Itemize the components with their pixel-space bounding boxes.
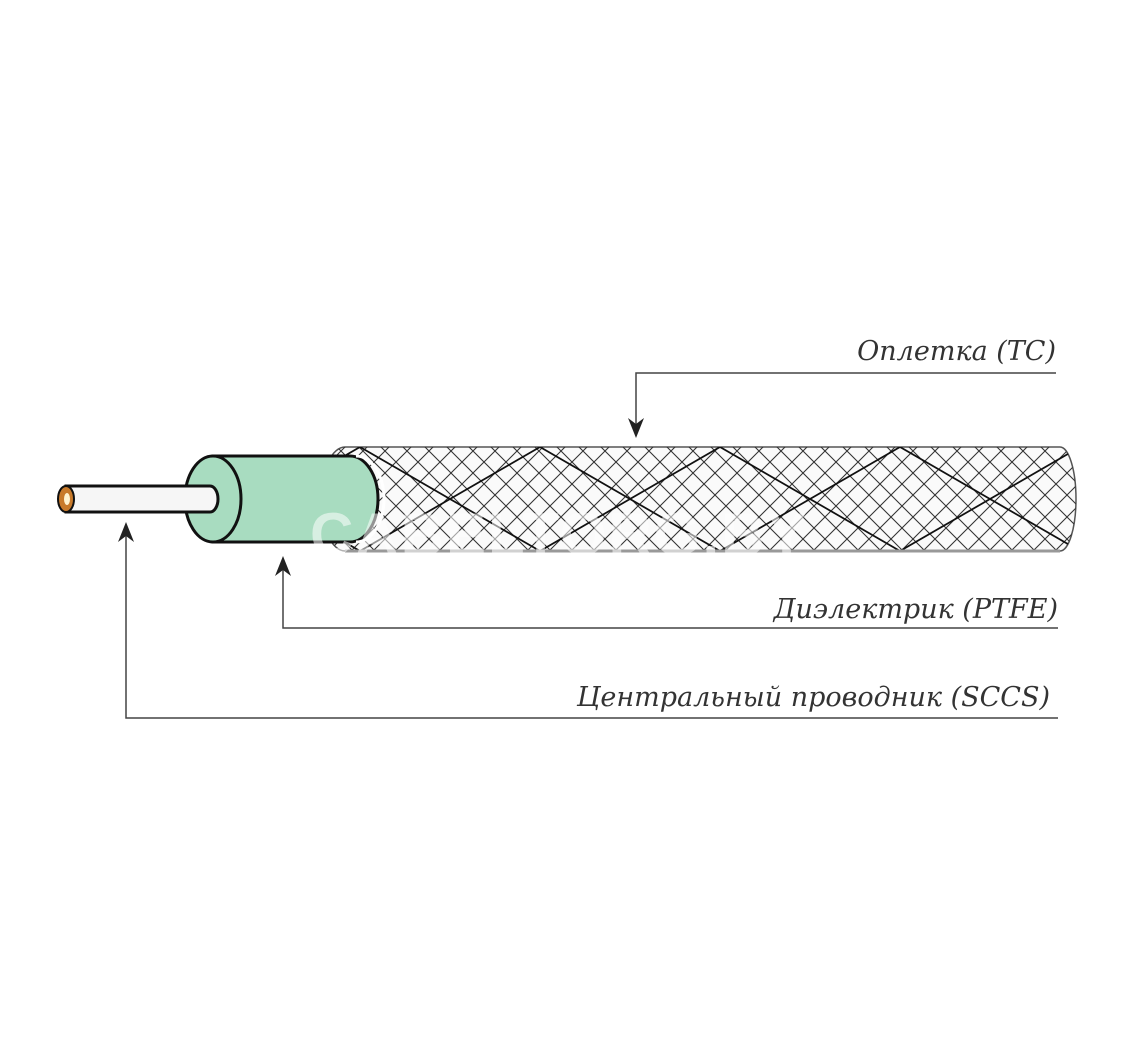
label-conductor: Центральный проводник (SCCS) bbox=[576, 682, 1050, 713]
arrow-down-icon bbox=[628, 418, 644, 438]
watermark: CABELTORG.BY bbox=[310, 501, 808, 568]
arrow-icons bbox=[118, 418, 644, 576]
center-conductor bbox=[57, 484, 220, 514]
arrow-up-icon bbox=[275, 556, 291, 576]
braid-shield bbox=[320, 446, 1077, 553]
arrow-up-icon bbox=[118, 522, 134, 542]
label-braid: Оплетка (TC) bbox=[857, 336, 1056, 367]
leader-lines bbox=[125, 372, 1058, 719]
label-dielectric: Диэлектрик (PTFE) bbox=[773, 594, 1058, 625]
